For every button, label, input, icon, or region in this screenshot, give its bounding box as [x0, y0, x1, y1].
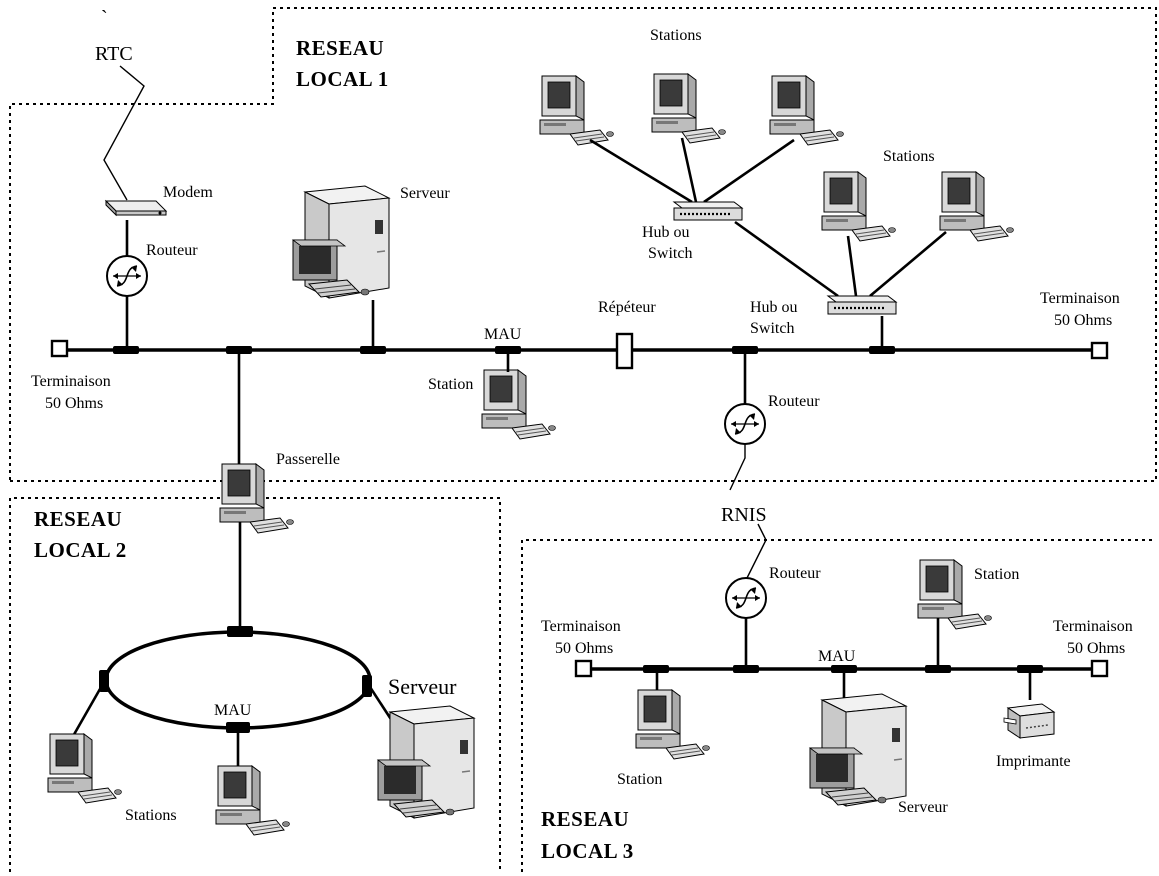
mau-connector: [732, 346, 758, 354]
server-icon-lan1: [292, 185, 390, 299]
station-icon-lan2-left: [47, 733, 122, 804]
terminator-label-left-line1: Terminaison: [31, 373, 111, 390]
network-title-local-2-line1: RESEAU: [34, 507, 122, 531]
hub2-link-station-2: [869, 231, 947, 297]
mau-label-lan3: MAU: [818, 648, 856, 665]
server-label-lan3: Serveur: [898, 799, 948, 816]
network-title-local-1-line1: RESEAU: [296, 36, 384, 60]
hub-label-2-line1: Hub ou: [750, 299, 798, 316]
hub-icon-2: [826, 294, 898, 316]
hub1-link-station-3: [703, 138, 795, 204]
router-label-lan3: Routeur: [769, 565, 821, 582]
station-icon-right-2: [939, 171, 1014, 242]
terminator-label-right-line2: 50 Ohms: [1054, 312, 1112, 329]
mau-connectors: [99, 346, 1043, 733]
hub2-link-station-1: [846, 235, 858, 297]
external-network-rtc: RTC: [95, 43, 133, 65]
server-icon-lan3: [809, 693, 907, 807]
station-icon-top-1: [539, 75, 614, 146]
network-title-local-3-line2: LOCAL 3: [541, 839, 634, 863]
terminator-label-right-line1: Terminaison: [1040, 290, 1120, 307]
repeater: [615, 332, 634, 370]
station-icon-lan1-mau: [481, 369, 556, 440]
hub-label-1-line2: Switch: [648, 245, 692, 262]
border-local-3: [521, 539, 1156, 872]
printer-icon: [1003, 703, 1055, 739]
mau-connector: [99, 670, 109, 692]
terminator-label-right-lan3-line1: Terminaison: [1053, 618, 1133, 635]
printer-label: Imprimante: [996, 753, 1071, 770]
station-icon-lan2-bottom: [215, 765, 290, 836]
mau-connector: [925, 665, 951, 673]
rnis-line-top: [729, 444, 746, 491]
mau-connector: [226, 722, 250, 733]
stations-label-top: Stations: [650, 27, 702, 44]
hub1-link-station-1: [589, 138, 693, 204]
stations-label-right: Stations: [883, 148, 935, 165]
mau-connector: [643, 665, 669, 673]
station-icon-top-2: [651, 73, 726, 144]
mau-label-lan1: MAU: [484, 326, 522, 343]
router-icon-lan1-left: [106, 255, 148, 297]
station-icon-lan3-left: [635, 689, 710, 760]
modem-icon: [105, 200, 167, 216]
network-title-local-3-line1: RESEAU: [541, 807, 629, 831]
terminator-label-left-lan3-line1: Terminaison: [541, 618, 621, 635]
hub-icon-1: [672, 200, 744, 222]
mau-connector: [733, 665, 759, 673]
terminator-label-left-lan3-line2: 50 Ohms: [555, 640, 613, 657]
mau-connector: [227, 626, 253, 637]
station-label-lan1: Station: [428, 376, 473, 393]
network-title-local-2-line2: LOCAL 2: [34, 538, 127, 562]
terminator-right-lan1: [1090, 341, 1109, 360]
ring-link-station-left: [70, 681, 106, 739]
mau-connector: [831, 665, 857, 673]
repeater-label: Répéteur: [598, 299, 656, 316]
external-network-rnis: RNIS: [721, 504, 767, 526]
station-label-lan3-left: Station: [617, 771, 662, 788]
router-label-lan1-right: Routeur: [768, 393, 820, 410]
router-icon-lan1-right: [724, 403, 766, 445]
hub-label-1-line1: Hub ou: [642, 224, 690, 241]
hub-label-2-line2: Switch: [750, 320, 794, 337]
hub1-hub2-link: [734, 220, 839, 298]
terminator-left-lan1: [50, 339, 69, 358]
mau-connector: [362, 675, 372, 697]
border-local-1: [9, 7, 1157, 482]
rtc-line: [103, 65, 145, 201]
server-label-lan2: Serveur: [388, 674, 457, 699]
mau-label-lan2: MAU: [214, 702, 252, 719]
mau-connector: [869, 346, 895, 354]
gateway-label: Passerelle: [276, 451, 340, 468]
mau-connector: [1017, 665, 1043, 673]
terminator-label-right-lan3-line2: 50 Ohms: [1067, 640, 1125, 657]
terminator-left-lan3: [574, 659, 593, 678]
rnis-line-bottom: [745, 523, 767, 581]
stations-label-lan2: Stations: [125, 807, 177, 824]
hub1-link-station-2: [680, 137, 698, 203]
server-label-lan1: Serveur: [400, 185, 450, 202]
mau-connector: [495, 346, 521, 354]
router-icon-lan3: [725, 577, 767, 619]
terminator-label-left-line2: 50 Ohms: [45, 395, 103, 412]
rtc-mark: `: [101, 7, 108, 29]
mau-connector: [113, 346, 139, 354]
terminator-right-lan3: [1090, 659, 1109, 678]
mau-connector: [360, 346, 386, 354]
router-label-lan1-left: Routeur: [146, 242, 198, 259]
station-icon-top-3: [769, 75, 844, 146]
server-icon-lan2: [377, 705, 475, 819]
modem-label: Modem: [163, 184, 213, 201]
station-icon-right-1: [821, 171, 896, 242]
station-label-lan3-right: Station: [974, 566, 1019, 583]
mau-connector: [226, 346, 252, 354]
network-title-local-1-line2: LOCAL 1: [296, 67, 389, 91]
